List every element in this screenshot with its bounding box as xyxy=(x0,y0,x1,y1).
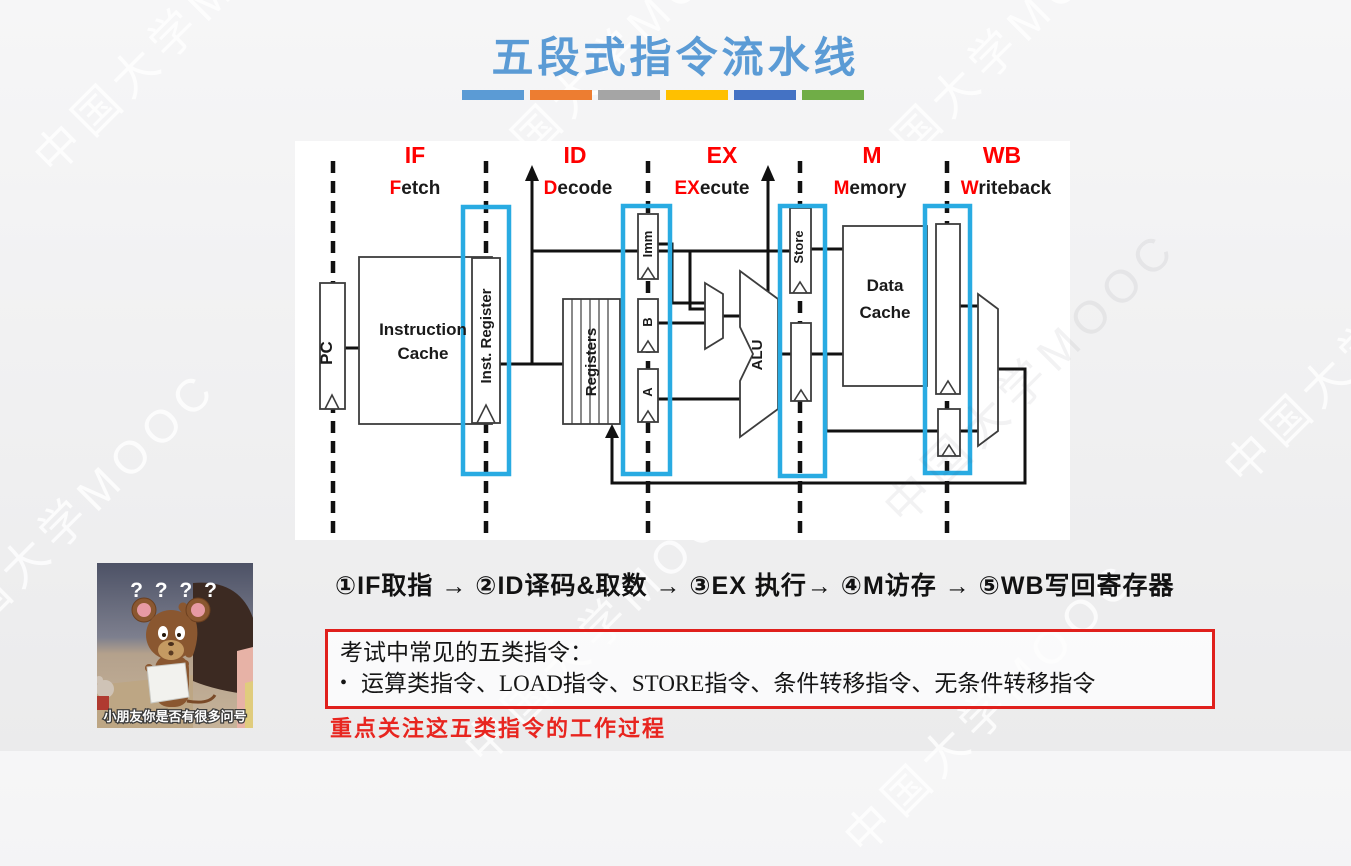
accent-bar xyxy=(598,90,660,100)
accent-bar xyxy=(734,90,796,100)
wb-register-box xyxy=(935,223,961,395)
accent-bar-row xyxy=(462,90,864,100)
alu-out-register-box xyxy=(790,322,812,402)
note-box-title: 考试中常见的五类指令： xyxy=(340,640,593,665)
small-mouse xyxy=(95,676,114,710)
pipeline-register-highlights xyxy=(460,203,973,479)
a-label: A xyxy=(640,387,655,397)
accent-bar xyxy=(802,90,864,100)
exam-note-box: 考试中常见的五类指令： • 运算类指令、LOAD指令、STORE指令、条件转移指… xyxy=(325,629,1215,710)
emphasis-text: 重点关注这五类指令的工作过程 xyxy=(330,716,667,741)
component-shapes xyxy=(319,207,999,457)
bullet-icon: • xyxy=(340,672,348,695)
pc-label: PC xyxy=(317,341,336,365)
alu-label: ALU xyxy=(749,340,766,371)
register-file-stripes xyxy=(571,299,609,424)
data-cache-label-1: Data xyxy=(867,276,904,295)
jerry-mouse xyxy=(131,597,217,707)
jerry-question-meme: ? ? ? ? 小朋友你是否有很多问号 xyxy=(95,563,253,728)
wb-bypass-register-box xyxy=(937,408,961,457)
accent-bar xyxy=(666,90,728,100)
stage-wb-label: WB xyxy=(983,142,1021,168)
data-cache-label-2: Cache xyxy=(859,303,910,322)
highlight-m-wb xyxy=(922,203,973,476)
accent-bar xyxy=(530,90,592,100)
imm-label: Imm xyxy=(640,231,655,258)
data-cache-box xyxy=(842,225,928,387)
stage-name-labels: Fetch Decode EXecute Memory Writeback xyxy=(390,178,1052,199)
instruction-cache-label-2: Cache xyxy=(397,344,448,363)
stage-abbr-labels: IF ID EX M WB xyxy=(405,142,1021,168)
mooc-watermark: 中国大学MOOC xyxy=(1213,180,1351,494)
meme-question-marks: ? ? ? ? xyxy=(130,579,220,602)
wb-mux xyxy=(977,292,999,448)
stage-memory-label: Memory xyxy=(834,178,907,199)
meme-yellow-stripe xyxy=(245,681,253,728)
stage-fetch-label: Fetch xyxy=(390,178,441,199)
stage-m-label: M xyxy=(862,142,881,168)
stage-decode-label: Decode xyxy=(544,178,613,199)
component-labels: PC Instruction Cache Inst. Register Regi… xyxy=(317,230,911,396)
stage-execute-label: EXecute xyxy=(675,178,750,199)
highlight-id-ex xyxy=(620,203,673,477)
stage-if-label: IF xyxy=(405,142,425,168)
stage-writeback-label: Writeback xyxy=(961,178,1052,199)
b-register-box xyxy=(637,298,659,353)
registers-label: Registers xyxy=(583,328,600,396)
instruction-cache-box xyxy=(358,256,493,425)
highlight-if-id xyxy=(460,204,512,477)
slide-canvas: { "slide": { "title": "五段式指令流水线", "title… xyxy=(0,0,1351,751)
stage-ex-label: EX xyxy=(707,142,738,168)
page-title: 五段式指令流水线 xyxy=(491,33,860,82)
meme-caption: 小朋友你是否有很多问号 xyxy=(103,709,246,724)
a-register-box xyxy=(637,368,659,423)
wire-arrowheads xyxy=(525,165,775,438)
accent-bar xyxy=(462,90,524,100)
b-label: B xyxy=(640,317,655,326)
note-box-item: 运算类指令、LOAD指令、STORE指令、条件转移指令、无条件转移指令 xyxy=(361,671,1096,697)
stage-id-label: ID xyxy=(564,142,587,168)
pipeline-steps-line: ①IF取指 → ②ID译码&取数 → ③EX 执行→ ④M访存 → ⑤WB写回寄… xyxy=(335,572,1175,600)
store-label: Store xyxy=(791,230,806,263)
jerry-meme-svg: ? ? ? ? 小朋友你是否有很多问号 xyxy=(95,563,253,728)
inst-register-label: Inst. Register xyxy=(478,288,495,383)
instruction-cache-label-1: Instruction xyxy=(379,320,467,339)
pipeline-diagram-svg: IF ID EX M WB Fetch Decode EXecute Memor… xyxy=(317,142,1052,534)
inst-register-box xyxy=(471,257,501,424)
pipeline-diagram: IF ID EX M WB Fetch Decode EXecute Memor… xyxy=(295,141,1070,540)
clock-chevrons xyxy=(324,266,957,457)
imm-register-box xyxy=(637,213,659,280)
pc-register-box xyxy=(319,282,346,410)
highlight-ex-m xyxy=(777,203,828,479)
ex-mux xyxy=(704,281,724,351)
